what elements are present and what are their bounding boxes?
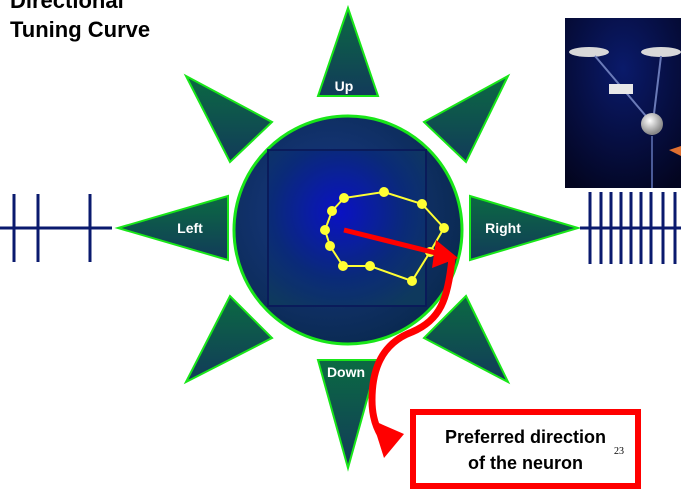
- tuning-point: [325, 241, 335, 251]
- preferred-direction-arrow: [343, 227, 458, 268]
- callout-arrowhead: [372, 420, 404, 458]
- down-arrow: [316, 359, 380, 472]
- tuning-curve-points: [320, 187, 449, 286]
- tuning-point: [338, 261, 348, 271]
- tuning-point: [417, 199, 427, 209]
- tuning-point: [339, 193, 349, 203]
- tuning-point: [439, 223, 449, 233]
- callout-line-2: of the neuron: [468, 453, 583, 473]
- up-right-arrow: [422, 73, 511, 164]
- tuning-point: [320, 225, 330, 235]
- down-right-arrow: [422, 294, 511, 385]
- tuning-point: [407, 276, 417, 286]
- preferred-direction-callout: Preferred direction of the neuron: [410, 409, 641, 489]
- joystick-photo: [565, 18, 681, 188]
- left-arrow: [114, 194, 229, 262]
- title-line-1: Directional: [10, 0, 124, 13]
- label-down: Down: [327, 364, 365, 380]
- label-right: Right: [485, 220, 521, 236]
- page-number: 23: [614, 446, 624, 457]
- center-square: [267, 149, 427, 307]
- callout-line-1: Preferred direction: [444, 427, 607, 447]
- left-spike-train: [0, 194, 112, 262]
- down-left-arrow: [183, 294, 274, 385]
- right-arrow: [469, 194, 582, 262]
- up-arrow: [316, 4, 380, 97]
- right-spike-train: [580, 192, 681, 264]
- label-left: Left: [177, 220, 203, 236]
- title-line-2: Tuning Curve: [10, 17, 151, 42]
- callout-curved-arrow: [368, 257, 456, 443]
- tuning-point: [365, 261, 375, 271]
- slide-title: Directional Tuning Curve: [10, 0, 150, 44]
- up-left-arrow: [183, 73, 274, 164]
- label-up: Up: [335, 78, 354, 94]
- tuning-point: [379, 187, 389, 197]
- tuning-point: [327, 206, 337, 216]
